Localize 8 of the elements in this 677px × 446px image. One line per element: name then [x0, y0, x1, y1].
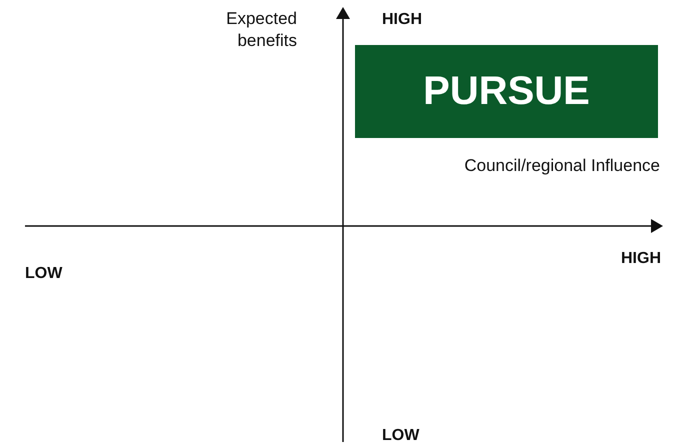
axis-title: Expected benefits — [225, 8, 297, 52]
axis-level-label: LOW — [25, 264, 62, 284]
box-label: PURSUE — [423, 69, 590, 114]
axis-level-label: HIGH — [621, 249, 661, 269]
axis-level-label: LOW — [382, 426, 420, 446]
axis-title: Council/regional Influence — [463, 155, 660, 177]
quadrant-box — [355, 45, 658, 138]
axis-level-label: HIGH — [382, 10, 422, 30]
